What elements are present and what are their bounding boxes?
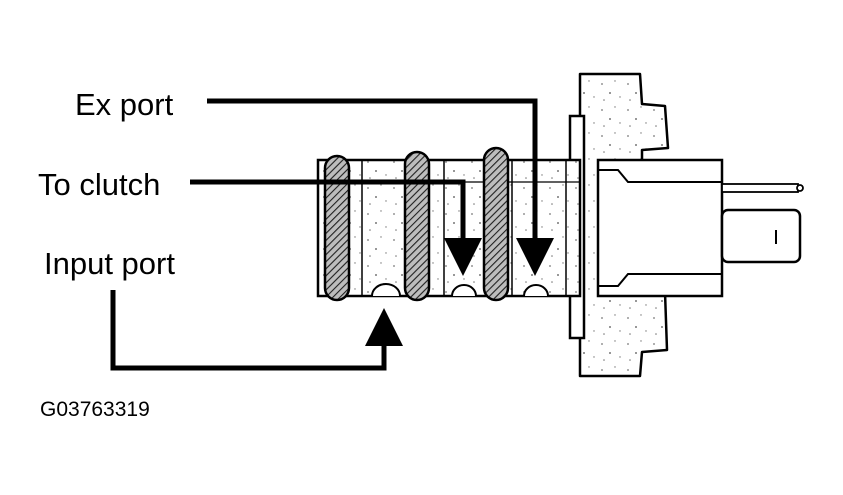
- leader-ex-port: [207, 98, 554, 276]
- leader-to-clutch: [190, 179, 482, 276]
- o-ring-3: [482, 146, 510, 302]
- figure-id: G03763319: [40, 398, 150, 421]
- o-ring-1: [323, 154, 351, 302]
- o-ring-seals: [323, 146, 510, 302]
- o-ring-2: [403, 150, 431, 302]
- ex-port-label: Ex port: [75, 87, 174, 122]
- input-port-label: Input port: [44, 246, 175, 281]
- to-clutch-label: To clutch: [38, 167, 161, 202]
- solenoid-head: [596, 158, 804, 298]
- leader-input-port: [110, 290, 403, 371]
- port-openings: [371, 283, 549, 297]
